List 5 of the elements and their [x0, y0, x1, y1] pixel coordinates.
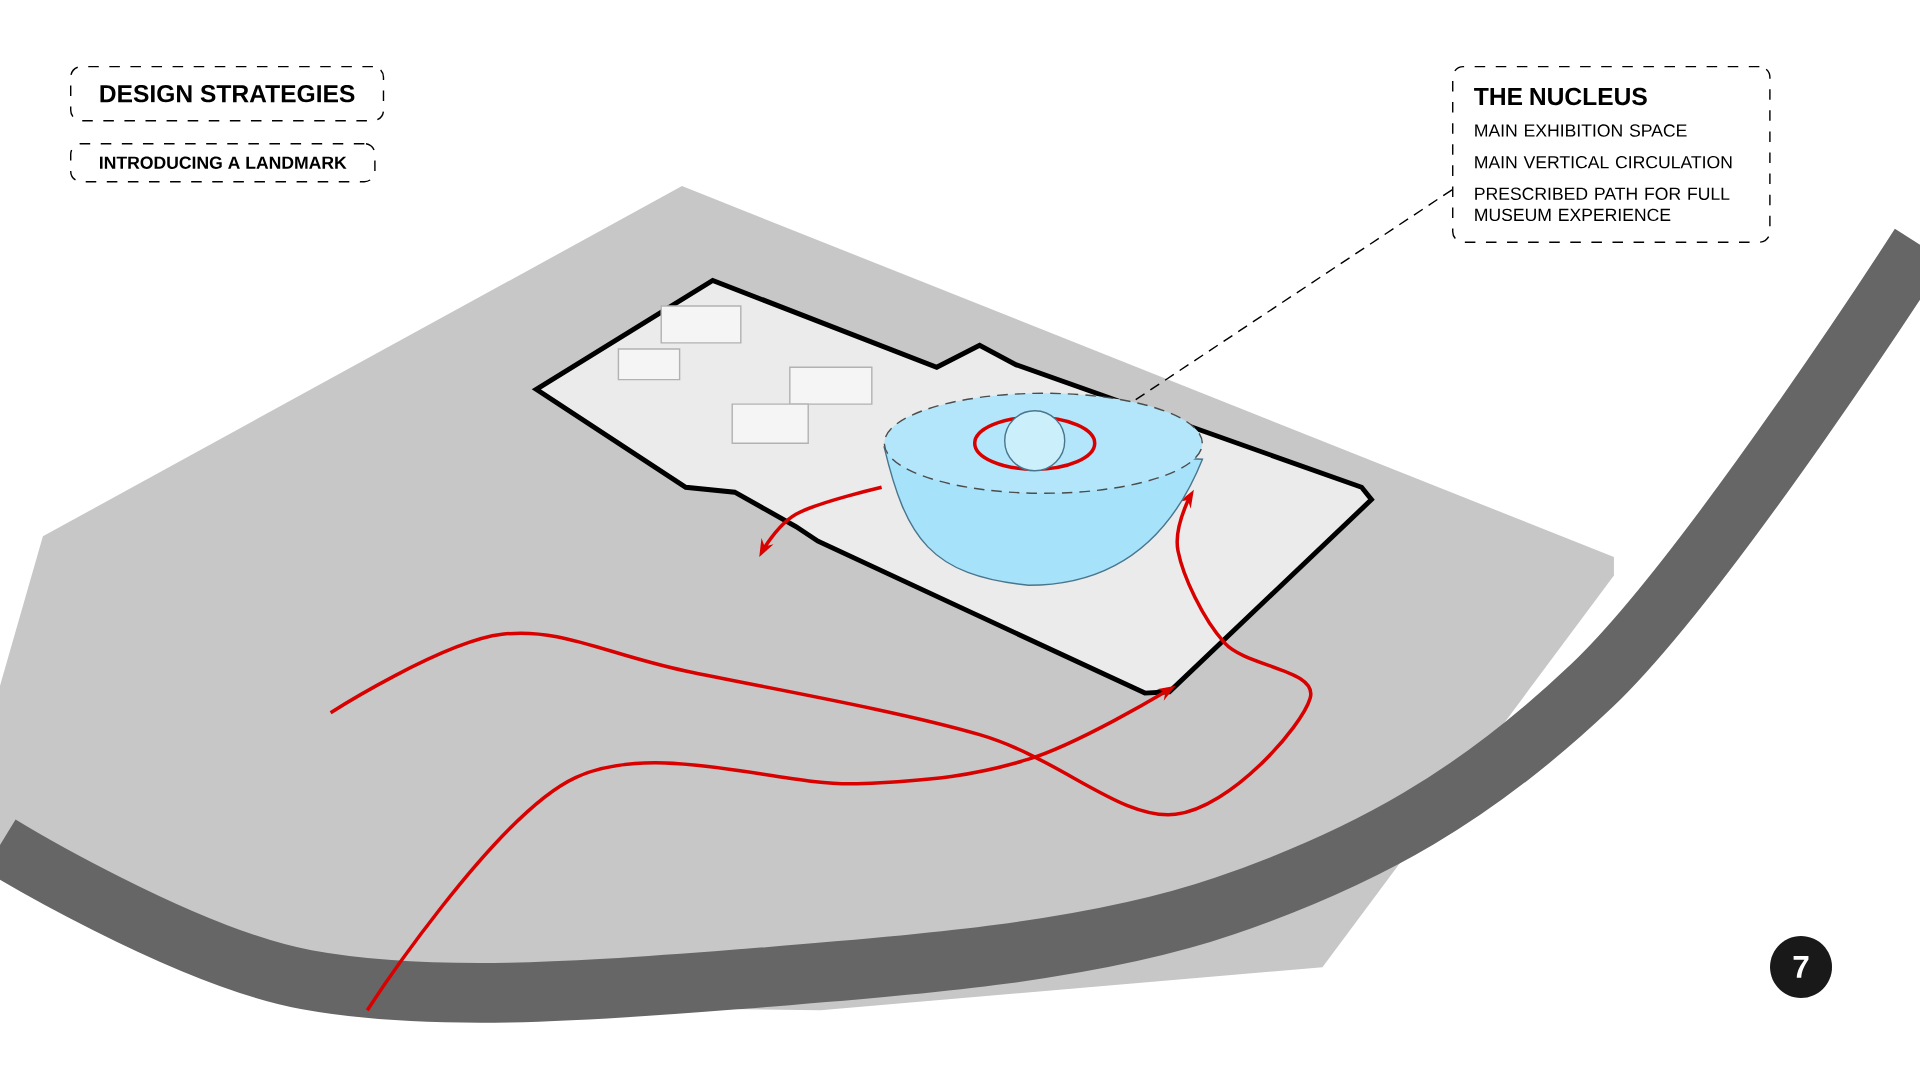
page-number-badge: 7 [1770, 936, 1832, 998]
subtitle-box: INTRODUCING A LANDMARK [70, 142, 376, 183]
callout-box: THE NUCLEUS MAIN EXHIBITION SPACE MAIN VERTICAL CIRCULATION PRESCRIBED PATH FOR FULL MUSEUM EXPERIENCE [1452, 65, 1771, 243]
nucleus-drawing [883, 392, 1204, 586]
title-box: DESIGN STRATEGIES [70, 65, 385, 122]
